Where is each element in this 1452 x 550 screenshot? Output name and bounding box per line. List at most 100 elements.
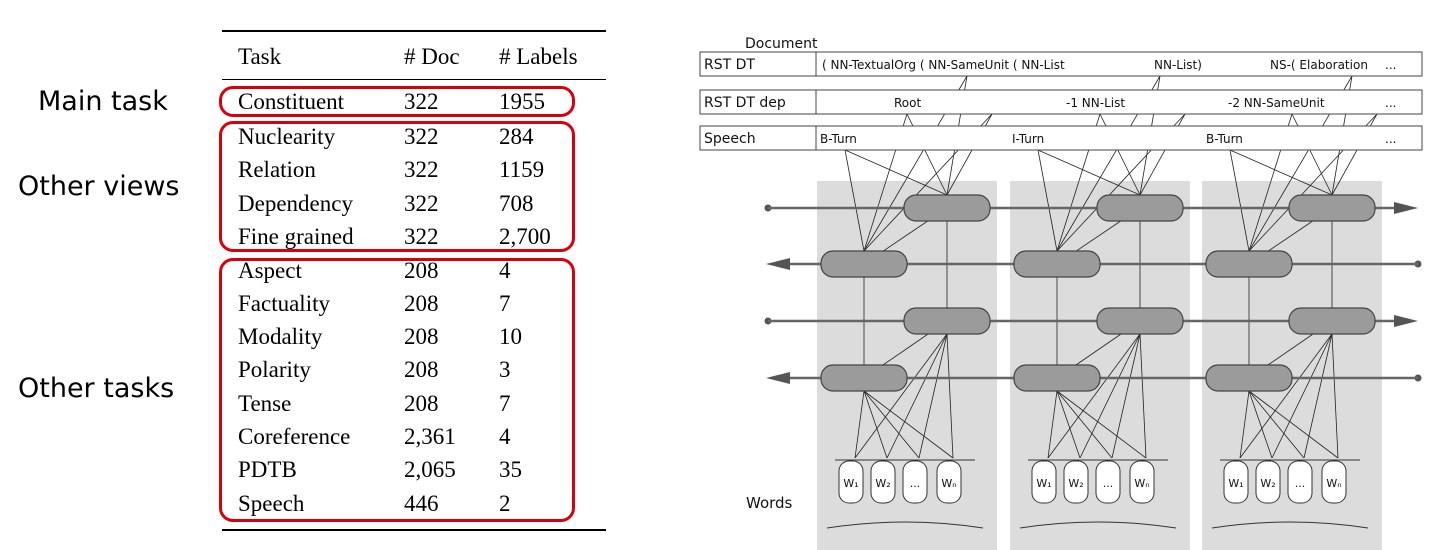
output-edge — [1037, 149, 1058, 252]
lstm-node — [1096, 307, 1184, 335]
word-token-label: Wₙ — [1326, 477, 1341, 490]
word-token-box — [1255, 460, 1281, 504]
word-token-label: W₁ — [843, 477, 858, 490]
cell-task: Fine grained — [238, 224, 354, 249]
cell-doc: 208 — [404, 291, 439, 316]
word-to-node-edge — [854, 333, 948, 459]
cell-doc: 2,361 — [404, 424, 456, 449]
word-token-box — [838, 460, 864, 504]
lstm-node — [820, 364, 908, 392]
word-to-node-edge — [1331, 333, 1339, 459]
word-group-brace — [1019, 521, 1177, 529]
word-token-label: Wₙ — [941, 477, 956, 490]
cell-doc: 2,065 — [404, 457, 456, 482]
word-to-node-edge — [1056, 390, 1081, 459]
word-to-node-edge — [918, 333, 948, 459]
word-token-label: W₁ — [1228, 477, 1243, 490]
output-edge — [1037, 149, 1141, 196]
word-to-node-edge — [1056, 390, 1147, 459]
word-token-box — [1095, 460, 1121, 504]
cell-doc: 208 — [404, 258, 439, 283]
table-top-rule — [222, 30, 606, 32]
word-to-node-edge — [1239, 390, 1250, 459]
word-token-label: W₂ — [1260, 477, 1275, 490]
word-to-node-edge — [854, 390, 865, 459]
word-token-box — [1031, 460, 1057, 504]
header-labels: # Labels — [499, 44, 578, 69]
arrow-head-right — [1394, 202, 1418, 214]
cell-doc: 208 — [404, 357, 439, 382]
word-to-node-edge — [863, 390, 954, 459]
header-task: Task — [238, 44, 282, 69]
word-to-node-edge — [1047, 390, 1058, 459]
word-to-node-edge — [1248, 390, 1273, 459]
lstm-node — [1096, 194, 1184, 222]
highlight-main-task — [219, 86, 575, 117]
cell-labels: 284 — [499, 124, 534, 149]
cell-labels: 3 — [499, 357, 511, 382]
label-row-tag: ... — [1385, 96, 1396, 110]
word-token-label: W₂ — [875, 477, 890, 490]
word-token-box — [936, 460, 962, 504]
cell-task: Polarity — [238, 357, 311, 382]
label-row-tag: -2 NN-SameUnit — [1228, 96, 1325, 110]
label-row-tag: Root — [894, 96, 921, 110]
cell-doc: 322 — [404, 191, 439, 216]
multitask-architecture-diagram: RST DT ( NN-TextualOrg ( NN-SameUnit ( NN… — [699, 36, 1423, 550]
word-to-node-edge — [863, 390, 888, 459]
label-row-tag: ( NN-TextualOrg ( NN-SameUnit ( NN-List — [822, 58, 1065, 72]
lstm-node — [903, 194, 991, 222]
lstm-node — [1205, 250, 1293, 278]
word-group-brace — [826, 521, 984, 529]
label-row-box — [699, 51, 1423, 77]
cell-labels: 10 — [499, 324, 522, 349]
cell-doc: 322 — [404, 124, 439, 149]
word-to-node-edge — [1139, 333, 1147, 459]
cell-labels: 2 — [499, 491, 511, 516]
lstm-node — [1288, 194, 1376, 222]
cell-doc: 446 — [404, 491, 439, 516]
word-token-label: W₂ — [1068, 477, 1083, 490]
arrow-head-left — [766, 372, 790, 384]
cell-doc: 322 — [404, 89, 439, 114]
label-row-name: RST DT — [704, 57, 755, 73]
lstm-node — [1013, 364, 1101, 392]
cell-doc: 208 — [404, 324, 439, 349]
output-edge — [844, 149, 948, 196]
word-to-node-edge — [1079, 333, 1141, 459]
word-to-node-edge — [863, 390, 920, 459]
lstm-node — [903, 307, 991, 335]
label-row-tag: I-Turn — [1012, 132, 1044, 146]
cell-doc: 208 — [404, 391, 439, 416]
cell-labels: 1159 — [499, 157, 545, 182]
cell-task: Tense — [238, 391, 292, 416]
word-to-node-edge — [1271, 333, 1333, 459]
label-row-tag: B-Turn — [820, 132, 857, 146]
word-to-node-edge — [1111, 333, 1141, 459]
cell-task: Modality — [238, 324, 323, 349]
word-token-box — [1129, 460, 1155, 504]
lstm-node — [1013, 250, 1101, 278]
word-to-node-edge — [1056, 390, 1113, 459]
lstm-node — [820, 250, 908, 278]
cell-task: Speech — [238, 491, 305, 516]
word-to-node-edge — [1047, 333, 1141, 459]
word-token-box — [902, 460, 928, 504]
group-label-main-task: Main task — [38, 86, 168, 117]
word-to-node-edge — [1303, 333, 1333, 459]
arrow-head-left — [766, 258, 790, 270]
group-label-other-views: Other views — [18, 171, 180, 202]
word-token-box — [1321, 460, 1347, 504]
cell-task: Constituent — [238, 89, 345, 114]
cell-labels: 35 — [499, 457, 522, 482]
document-label: Document — [745, 36, 818, 52]
label-row-tag: ... — [1385, 132, 1396, 146]
word-token-label: W₁ — [1036, 477, 1051, 490]
word-to-node-edge — [1248, 390, 1305, 459]
word-token-label: ... — [1103, 477, 1114, 490]
cell-task: Dependency — [238, 191, 353, 216]
label-row-tag: -1 NN-List — [1066, 96, 1125, 110]
words-label: Words — [746, 494, 793, 512]
word-to-node-edge — [1248, 390, 1339, 459]
word-token-box — [1287, 460, 1313, 504]
